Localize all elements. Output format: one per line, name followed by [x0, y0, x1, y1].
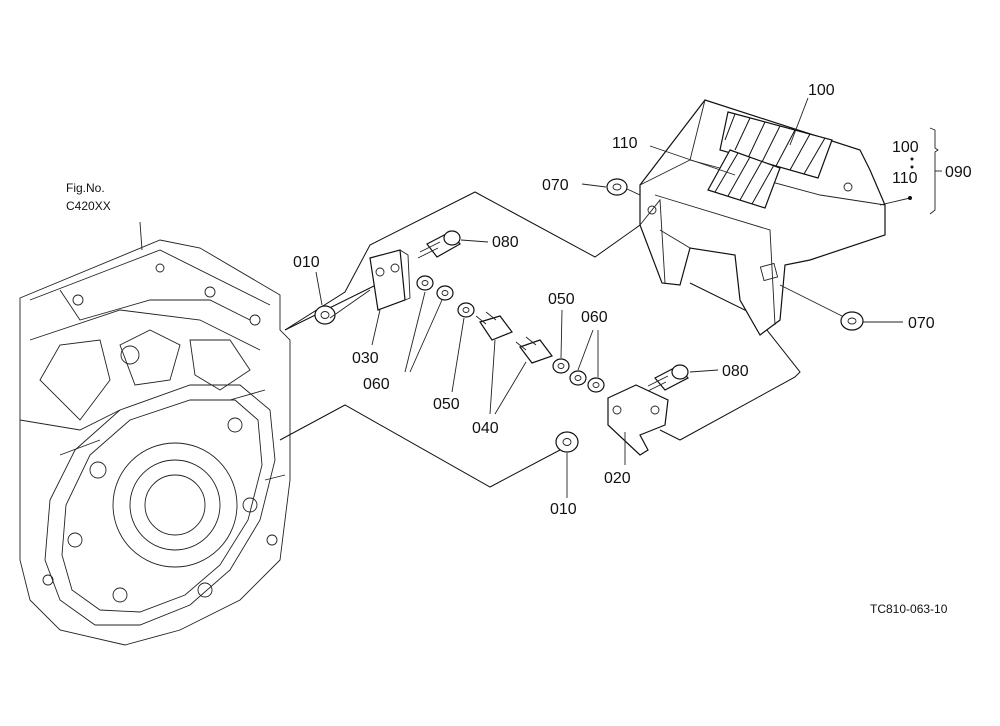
- label-100-top: 100: [808, 82, 835, 99]
- nut-070-right: [779, 284, 864, 331]
- bracket-030: [369, 249, 411, 311]
- label-060-left: 060: [363, 376, 390, 393]
- label-110-top: 110: [612, 135, 638, 152]
- figure-ref-line1: Fig.No.: [66, 181, 105, 195]
- leader-lines: [139, 97, 942, 498]
- figure-ref-line2: C420XX: [66, 199, 111, 213]
- label-050-left: 050: [433, 396, 460, 413]
- bolt-080-bottom: [645, 364, 689, 393]
- bracket-020: [607, 384, 669, 456]
- label-010-top: 010: [293, 254, 320, 271]
- decal-110: [707, 149, 781, 209]
- label-070-left: 070: [542, 177, 569, 194]
- label-080-bottom: 080: [722, 363, 749, 380]
- bolt-040-lower: [515, 336, 553, 364]
- label-080-top: 080: [492, 234, 519, 251]
- bolt-040-upper: [475, 311, 513, 341]
- figure-code: TC810-063-10: [870, 602, 948, 616]
- label-050-right: 050: [548, 291, 575, 308]
- label-set-110: 110: [892, 170, 918, 187]
- washer-050-left: [457, 302, 475, 318]
- decal-100: [719, 111, 833, 179]
- label-040: 040: [472, 420, 499, 437]
- washers-060-right: [569, 370, 605, 393]
- washer-010-top: [314, 305, 336, 325]
- label-020: 020: [604, 470, 631, 487]
- gear-case-housing: [19, 239, 291, 646]
- bolt-080-top: [417, 230, 461, 259]
- washer-050-right: [552, 358, 570, 374]
- assembly-plane-lines: [279, 191, 801, 488]
- label-070-right: 070: [908, 315, 935, 332]
- label-030: 030: [352, 350, 379, 367]
- washers-060-left: [416, 275, 454, 301]
- washer-010-bottom: [555, 431, 579, 453]
- label-010-bottom: 010: [550, 501, 577, 518]
- label-060-right: 060: [581, 309, 608, 326]
- label-set-100: 100: [892, 139, 919, 156]
- nut-070-left: [606, 178, 641, 196]
- label-set-090: 090: [945, 164, 972, 181]
